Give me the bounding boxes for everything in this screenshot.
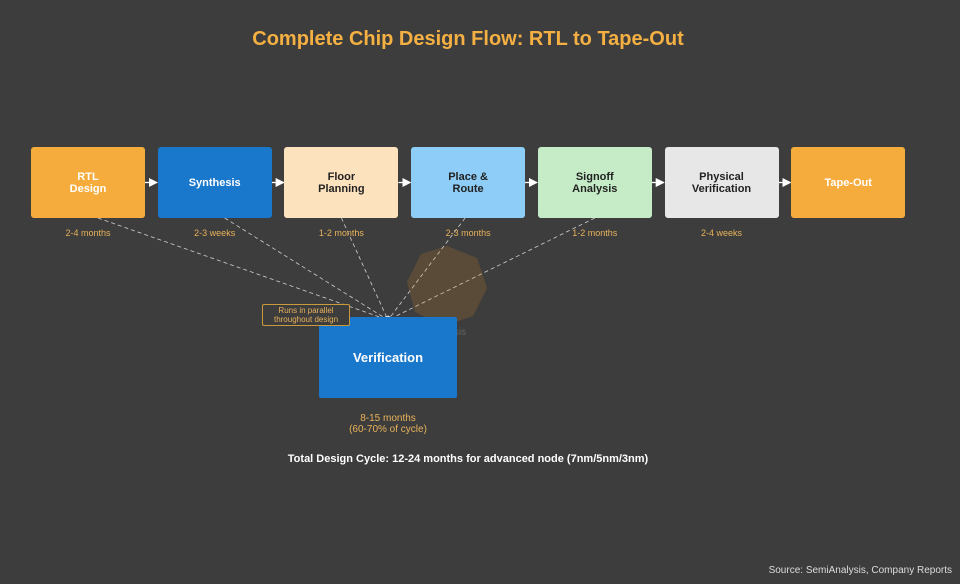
stage-duration: 2-3 months [445, 228, 491, 238]
stage-duration: 1-2 months [572, 228, 618, 238]
stage-label: Tape-Out [824, 176, 872, 189]
total-cycle-text: Total Design Cycle: 12-24 months for adv… [287, 453, 649, 465]
verification-link [387, 217, 466, 321]
source-note: Source: SemiAnalysis, Company Reports [768, 565, 952, 576]
stage-label: Place & Route [448, 170, 488, 195]
stage-duration: 1-2 months [318, 228, 364, 238]
diagram-title: Complete Chip Design Flow: RTL to Tape-O… [252, 28, 684, 50]
parallel-note: Runs in parallel throughout design [262, 304, 350, 326]
verification-link [387, 217, 595, 321]
verification-duration: 8-15 months (60-70% of cycle) [349, 413, 427, 435]
verification-link [341, 217, 389, 321]
stage-signoff-analysis[interactable]: Signoff Analysis [537, 147, 652, 218]
verification-label: Verification [352, 350, 424, 365]
stage-duration: 2-3 weeks [194, 228, 236, 238]
stage-label: Signoff Analysis [572, 170, 618, 195]
stage-label: RTL Design [69, 170, 107, 195]
stage-synthesis[interactable]: Synthesis [157, 147, 272, 218]
stage-tape-out[interactable]: Tape-Out [791, 147, 906, 218]
verification-link [97, 217, 389, 321]
stage-label: Floor Planning [318, 170, 365, 195]
stage-place-route[interactable]: Place & Route [411, 147, 526, 218]
stage-label: Synthesis [188, 176, 241, 189]
stage-duration: 2-4 weeks [700, 228, 743, 238]
stage-label: Physical Verification [691, 170, 752, 195]
stage-duration: 2-4 months [65, 228, 111, 238]
stage-rtl-design[interactable]: RTL Design [31, 147, 145, 218]
stage-floor-planning[interactable]: Floor Planning [284, 147, 399, 218]
stage-physical-verification[interactable]: Physical Verification [664, 147, 779, 218]
verification-box[interactable]: Verification [319, 317, 457, 398]
watermark-logo [405, 244, 489, 328]
